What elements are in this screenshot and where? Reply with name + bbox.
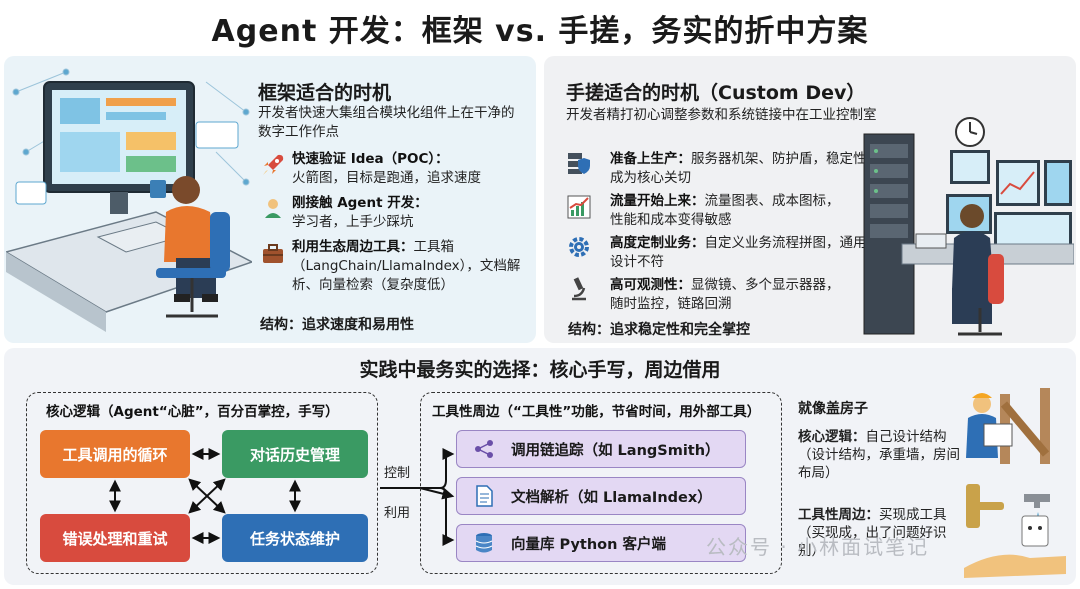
control-room-illustration xyxy=(863,117,1074,336)
traffic-chart-icon xyxy=(567,195,591,219)
framework-developer-illustration xyxy=(6,68,252,332)
custom-dev-structure: 结构：追求稳定性和完全掌控 xyxy=(568,322,750,338)
gear-icon xyxy=(569,237,589,257)
server-shield-icon xyxy=(568,153,590,174)
framework-heading: 框架适合的时机 xyxy=(258,82,392,104)
analogy-tools: 工具性周边：买现成工具（买现成，出了问题好识别） xyxy=(798,507,947,559)
trace-icon xyxy=(475,440,493,458)
watermark: 公众号 · 小林面试笔记 xyxy=(706,535,930,559)
custom-item-production: 准备上生产：服务器机架、防护盾，稳定性成为核心关切 xyxy=(610,151,867,186)
node-task-state: 任务状态维护 xyxy=(222,514,368,562)
toolbox-icon xyxy=(263,244,283,263)
custom-dev-description: 开发者精打初心调整参数和系统链接中在工业控制室 xyxy=(566,107,877,123)
custom-item-traffic: 流量开始上来：流量图表、成本图标，性能和成本变得敏感 xyxy=(610,193,840,228)
learner-icon xyxy=(265,199,281,218)
tools-box-label: 工具性周边（“工具性”功能，节省时间，用外部工具） xyxy=(432,404,761,420)
node-tool-loop: 工具调用的循环 xyxy=(40,430,190,478)
core-logic-box-label: 核心逻辑（Agent“心脏”，百分百掌控，手写） xyxy=(46,404,339,420)
framework-item-learner: 刚接触 Agent 开发：学习者，上手少踩坑 xyxy=(292,195,428,230)
rocket-icon xyxy=(263,154,284,175)
tool-vector-db: 向量库 Python 客户端 xyxy=(456,524,746,562)
framework-item-ecosystem: 利用生态周边工具：工具箱（LangChain/LlamaIndex），文档解析、… xyxy=(292,239,521,293)
tool-document-parsing: 文档解析（如 LlamaIndex） xyxy=(456,477,746,515)
hardware-illustration xyxy=(964,484,1066,578)
analogy-title: 就像盖房子 xyxy=(798,401,868,417)
pragmatic-choice-title: 实践中最务实的选择：核心手写，周边借用 xyxy=(359,359,721,381)
builder-illustration xyxy=(966,388,1050,464)
framework-description: 开发者快速大集组合模块化组件上在干净的数字工作作点 xyxy=(258,105,515,140)
tool-trace: 调用链追踪（如 LangSmith） xyxy=(456,430,746,468)
custom-item-observability: 高可观测性：显微镜、多个显示器器，随时监控，链路回溯 xyxy=(610,277,840,312)
framework-item-poc: 快速验证 Idea（POC）：火箭图，目标是跑通，追求速度 xyxy=(292,151,481,186)
microscope-icon xyxy=(572,277,586,301)
analogy-core: 核心逻辑：自己设计结构（设计结构，承重墙，房间布局） xyxy=(798,429,960,481)
use-label: 利用 xyxy=(384,506,411,521)
core-logic-box xyxy=(26,392,378,574)
tools-box xyxy=(420,392,782,574)
node-history-management: 对话历史管理 xyxy=(222,430,368,478)
document-icon xyxy=(476,485,493,507)
control-label: 控制 xyxy=(384,466,411,481)
custom-item-custom-business: 高度定制业务：自定义业务流程拼图，通用设计不符 xyxy=(610,235,867,270)
page-title: Agent 开发：框架 vs. 手搓，务实的折中方案 xyxy=(211,14,869,49)
database-icon xyxy=(475,533,493,553)
custom-dev-heading: 手搓适合的时机（Custom Dev） xyxy=(566,82,866,104)
node-error-retry: 错误处理和重试 xyxy=(40,514,190,562)
framework-structure: 结构：追求速度和易用性 xyxy=(260,317,414,333)
